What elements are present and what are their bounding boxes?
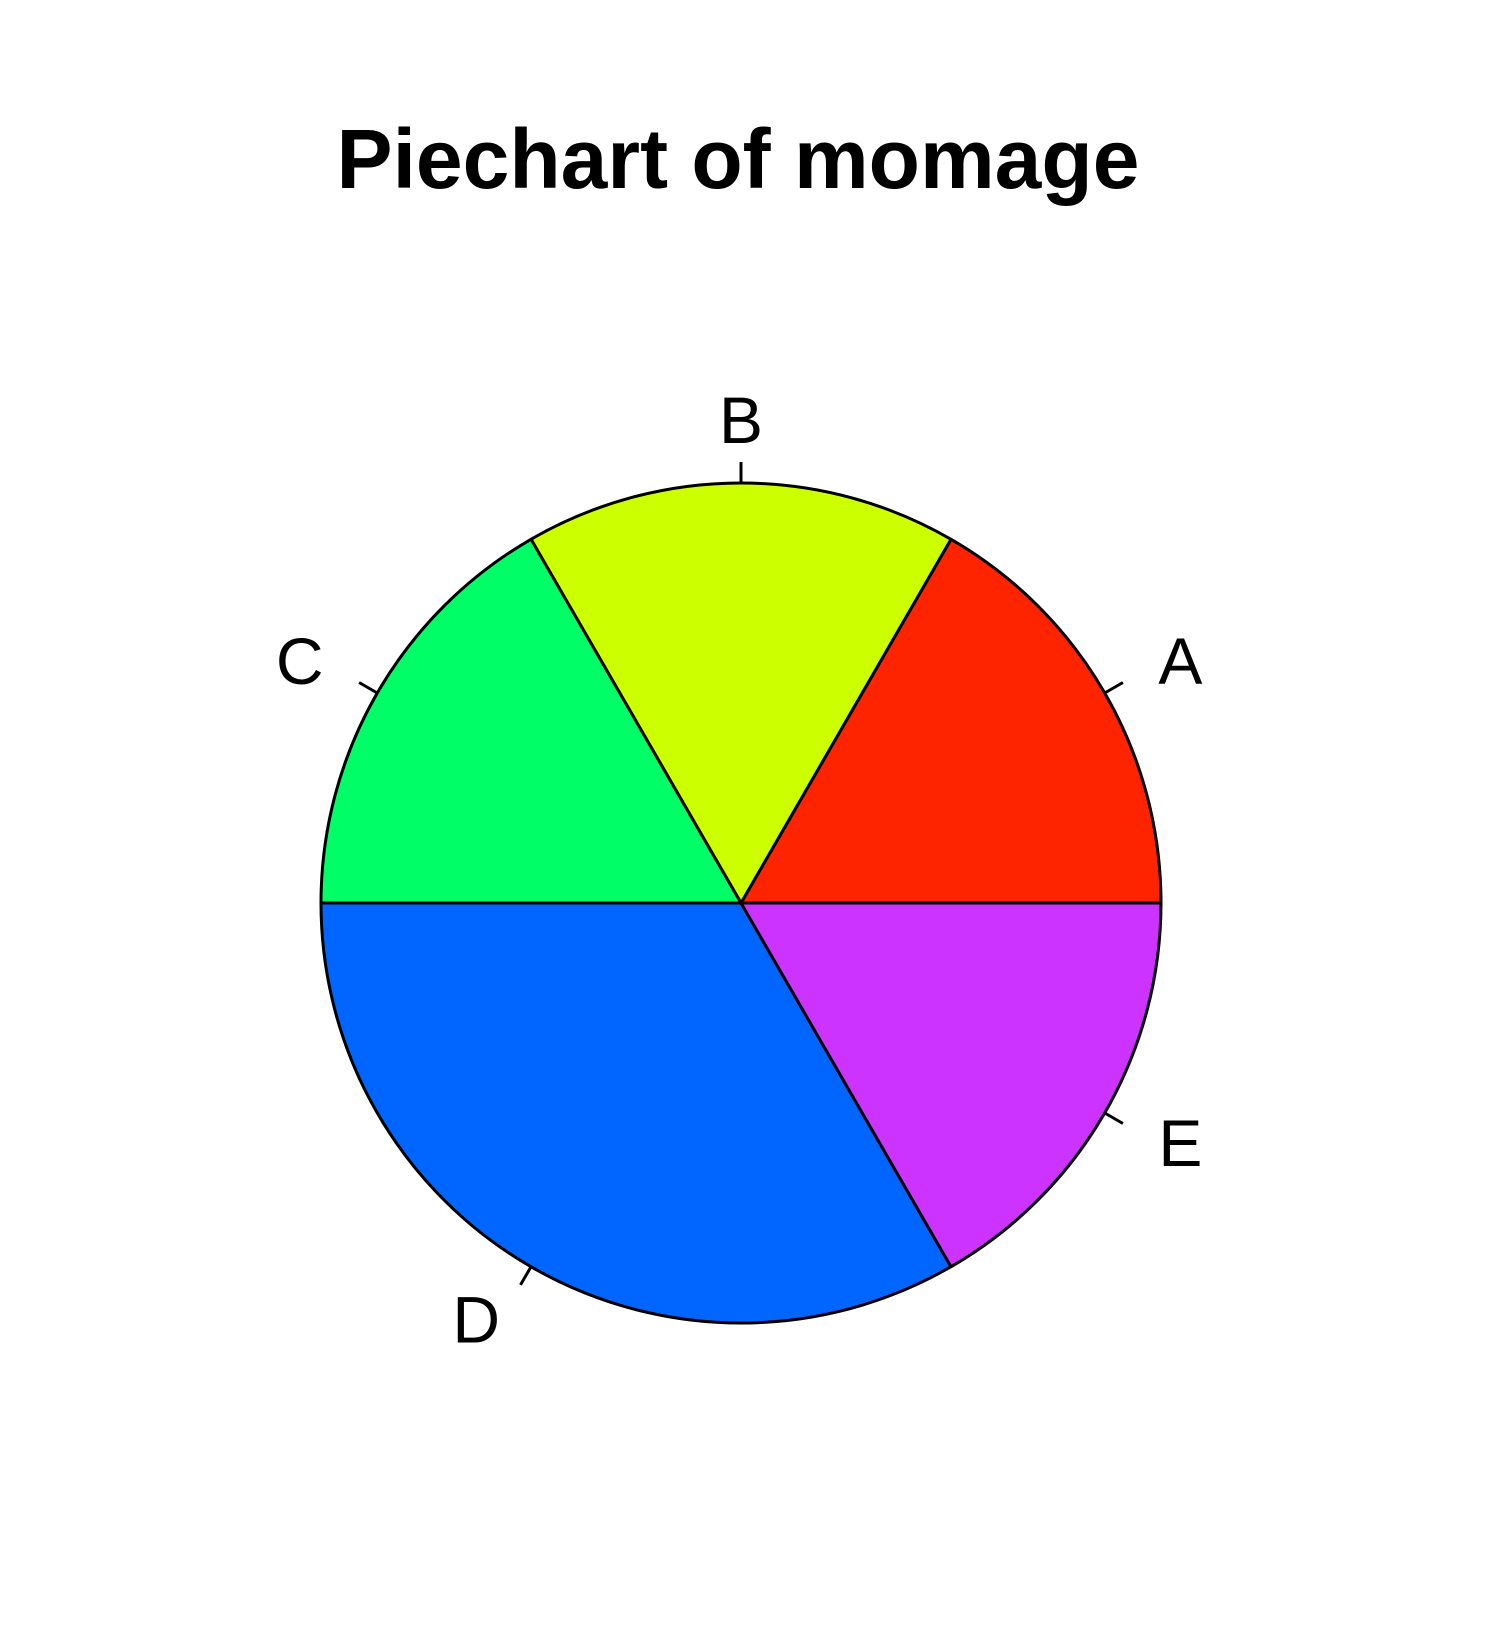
slice-labels: A B C D E <box>276 383 1203 1356</box>
pie-slice-e <box>739 901 1163 1269</box>
slice-label-e: E <box>1158 1106 1202 1180</box>
slice-label-b: B <box>719 383 763 457</box>
slice-label-a: A <box>1158 624 1202 698</box>
label-tick-e <box>1103 1111 1124 1125</box>
label-ticks <box>358 462 1124 1286</box>
label-tick-d <box>519 1265 533 1286</box>
label-tick-a <box>1103 681 1124 695</box>
label-tick-c <box>358 681 379 695</box>
chart-title: Piechart of momage <box>337 112 1140 206</box>
pie-slice-d <box>319 901 953 1325</box>
slice-label-c: C <box>276 624 324 698</box>
slice-label-d: D <box>452 1282 500 1356</box>
pie-slices <box>319 481 1163 1325</box>
